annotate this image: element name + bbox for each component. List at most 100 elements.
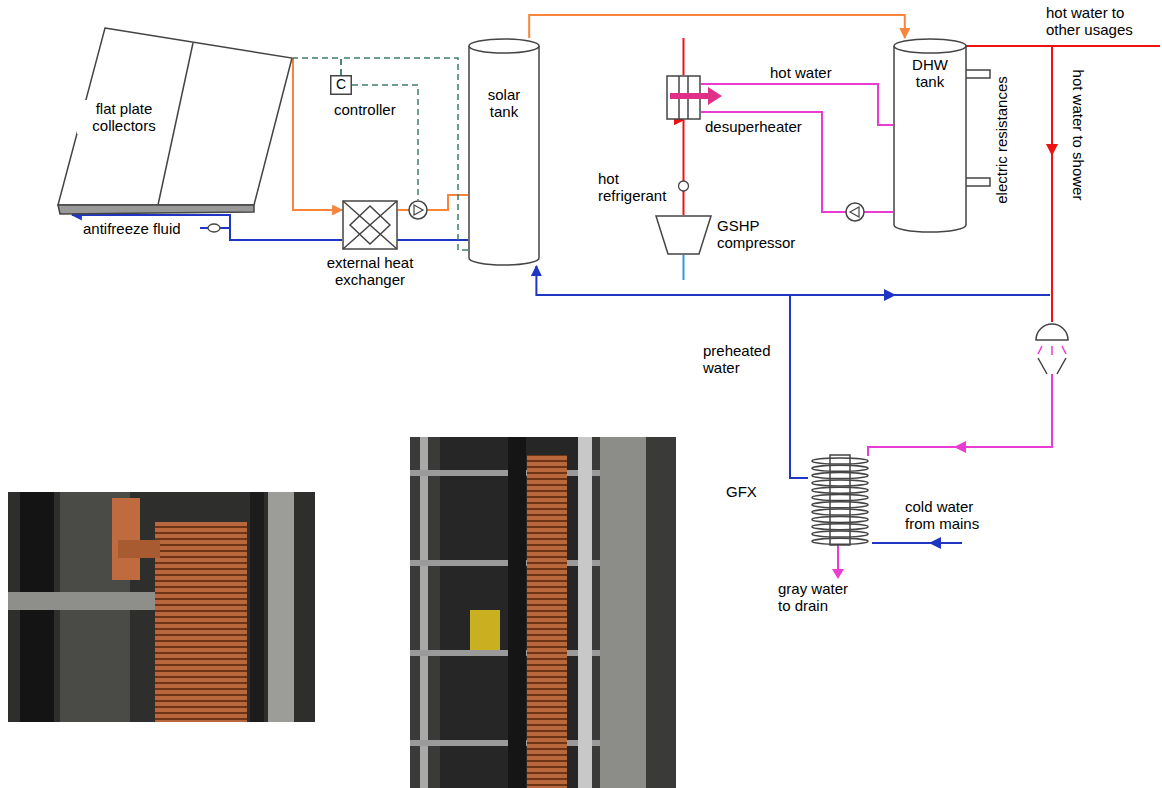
heat-exchanger-outline <box>342 200 398 250</box>
pipe-label: hot water to other usages <box>1046 4 1158 38</box>
flow-arrow <box>954 441 966 453</box>
node-label: GSHP compressor <box>717 217 797 251</box>
coil-heat-exchanger-outline <box>808 455 872 545</box>
pump-symbol <box>850 207 859 217</box>
signal-wire <box>341 58 468 250</box>
shower-head <box>1036 324 1068 340</box>
pipes <box>958 45 1160 47</box>
pipe-label-slot: preheated water <box>703 342 785 376</box>
coil-heat-exchanger: GFX <box>808 455 872 545</box>
shower-head <box>1038 346 1066 355</box>
coil-heat-exchanger-outline <box>812 509 868 515</box>
coil-heat-exchanger-outline <box>812 495 868 501</box>
photo-right <box>440 437 590 788</box>
pipe-label-slot: antifreeze fluid <box>83 220 181 237</box>
pipe-label-slot: hot water <box>770 64 832 81</box>
node-label: C <box>330 76 352 93</box>
flow-arrow <box>929 537 941 549</box>
photo-left <box>112 498 140 580</box>
pipe-label: cold water from mains <box>905 498 987 532</box>
photo-right <box>508 437 526 788</box>
pipes <box>790 294 1050 296</box>
photo-right <box>600 437 646 788</box>
coil-heat-exchanger-outline <box>812 531 868 537</box>
controller-box: Ccontroller <box>330 75 352 95</box>
pipes <box>872 542 962 544</box>
pipes <box>868 374 1052 456</box>
compressor: GSHP compressor <box>655 215 712 255</box>
valve-symbol <box>679 181 689 191</box>
photo-right <box>578 437 592 788</box>
node-label: external heat exchanger <box>322 254 418 288</box>
storage-tank-outline <box>894 46 966 232</box>
storage-tank-outline <box>468 38 540 266</box>
node-label-slot: GSHP compressor <box>717 217 797 251</box>
pipes <box>1051 46 1053 322</box>
coil-heat-exchanger-outline <box>812 465 868 471</box>
coil-heat-exchanger-outline <box>812 487 868 493</box>
solar-collector-outline <box>58 205 254 214</box>
coil-heat-exchanger-outline <box>812 458 868 464</box>
pipe-label: electric resistances <box>993 76 1010 204</box>
heat-exchanger-outline <box>343 201 397 249</box>
storage-tank-outline <box>469 39 539 53</box>
coil-heat-exchanger-outline <box>812 473 868 479</box>
photo-right <box>410 437 676 788</box>
compressor-outline <box>656 216 711 254</box>
pipes <box>683 255 685 280</box>
pipe-connector <box>683 120 685 215</box>
node-label: DHW tank <box>903 56 957 90</box>
pipe-label-slot: cold water from mains <box>905 498 987 532</box>
pipe-label: preheated water <box>703 342 785 376</box>
rotated-label-slot: hot water to shower <box>1070 70 1087 201</box>
coil-heat-exchanger-outline <box>812 538 868 544</box>
signal-wire <box>293 58 341 75</box>
pump-symbol <box>414 205 423 215</box>
desuperheater-outline <box>666 75 701 120</box>
pipe-connector <box>536 266 808 478</box>
pipe-connector <box>701 112 893 212</box>
node-label-slot: DHW tank <box>903 56 957 90</box>
node-caption-slot: controller <box>334 101 396 118</box>
solar-collector-outline <box>58 28 292 205</box>
heat-exchanger: external heat exchanger <box>342 200 398 250</box>
shower-head <box>1036 324 1068 374</box>
node-label: GFX <box>726 483 757 500</box>
photo-left <box>118 540 160 558</box>
photo-right <box>420 437 428 788</box>
rotated-label-slot: electric resistances <box>993 76 1010 204</box>
photo-left <box>268 492 294 722</box>
pump-symbol <box>846 203 864 221</box>
photo-left <box>8 592 158 610</box>
photo-left <box>8 492 315 722</box>
pump-symbol <box>409 201 427 219</box>
storage-tank: solar tank <box>468 38 540 266</box>
storage-tank: DHW tank <box>893 38 967 233</box>
node-label-slot: GFX <box>726 483 757 500</box>
node-label-slot: solar tank <box>474 86 534 120</box>
node-label-slot: desuperheater <box>705 118 802 135</box>
heat-exchanger-outline <box>343 201 397 249</box>
storage-tank-outline <box>469 46 539 265</box>
solar-collector: flat plate collectors <box>55 25 293 215</box>
node-caption: controller <box>334 101 396 118</box>
pipe-label: gray water to drain <box>778 580 860 614</box>
photo-right <box>527 455 567 788</box>
photo-right <box>470 610 500 650</box>
storage-tank-outline <box>894 39 966 53</box>
desuperheater-outline <box>670 87 722 105</box>
pipe-label: hot refrigerant <box>598 170 676 204</box>
pipe-connector <box>529 15 905 38</box>
desuperheater: desuperheater <box>666 75 701 120</box>
coil-heat-exchanger-outline <box>812 502 868 508</box>
flow-arrow <box>832 569 844 579</box>
photo-right <box>410 437 676 788</box>
pipe-label: hot water <box>770 64 832 81</box>
node-label: solar tank <box>474 86 534 120</box>
flow-arrow <box>1046 144 1058 156</box>
photo-right <box>410 650 600 656</box>
flow-arrow <box>884 289 896 301</box>
pipe-label-slot: hot water to other usages <box>1046 4 1158 38</box>
photo-left <box>8 492 315 722</box>
coil-heat-exchanger-outline <box>812 516 868 522</box>
